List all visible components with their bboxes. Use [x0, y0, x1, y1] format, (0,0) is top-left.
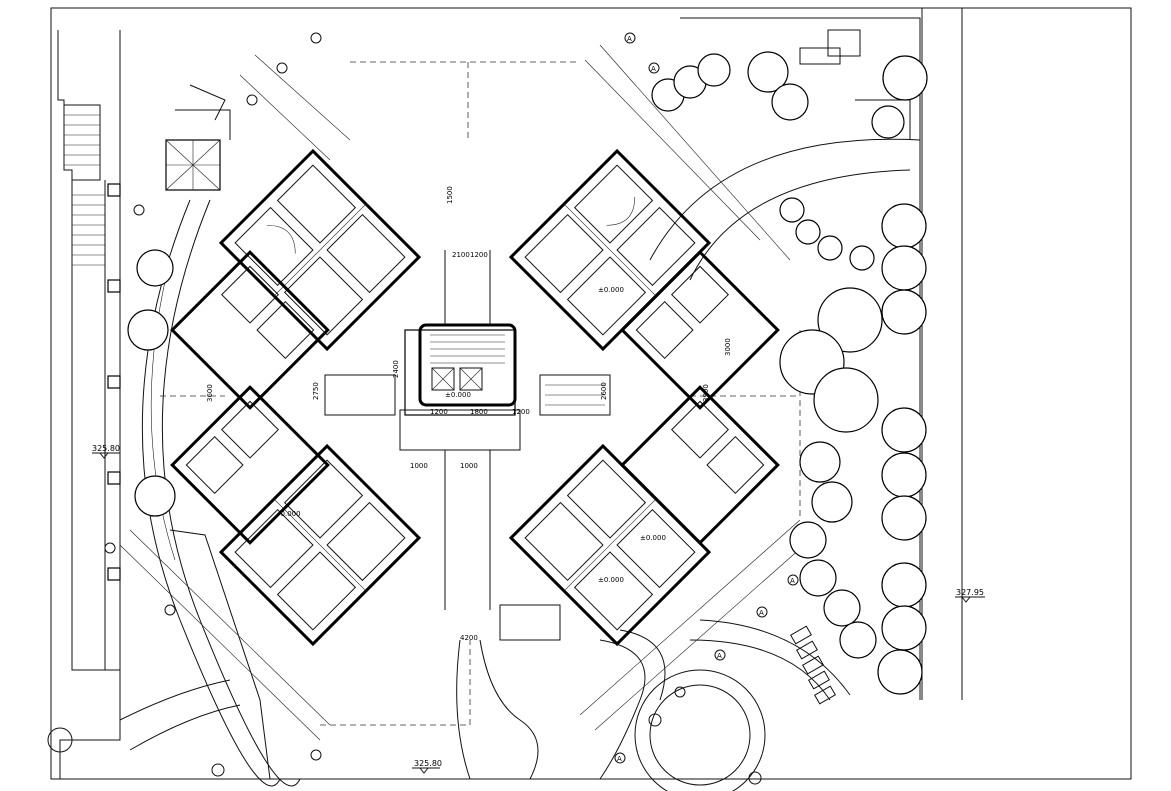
- elevation-mark-south: 325.80: [412, 759, 442, 774]
- drawing-border: [50, 7, 1132, 780]
- wing-east: [620, 250, 780, 410]
- dim-label: 3600: [206, 384, 214, 402]
- dim-label: 2100: [452, 251, 470, 259]
- grid-bubbles: [133, 32, 799, 764]
- elevation-mark-east: 327.95: [955, 588, 985, 603]
- wing-southwest: [218, 443, 422, 647]
- grid-letter: A: [651, 65, 656, 73]
- dim-label: 1000: [410, 462, 428, 470]
- landscape-trees: [104, 51, 928, 785]
- svg-text:325.80: 325.80: [92, 444, 120, 453]
- wing-northeast: [508, 148, 712, 352]
- dim-label: 2400: [392, 360, 400, 378]
- west-terraces: [47, 30, 121, 779]
- dim-label: 1500: [446, 186, 454, 204]
- wing-west: [170, 250, 330, 410]
- wing-southeast: [508, 443, 712, 647]
- grid-letter: A: [790, 577, 795, 585]
- elevation-mark-west: 325.80: [92, 444, 120, 459]
- level-mark-core: ±0.000: [445, 391, 471, 399]
- dim-label: 1200: [430, 408, 448, 416]
- level-mark-se2: ±0.000: [598, 576, 624, 584]
- dim-label: 1200: [470, 251, 488, 259]
- wing-west-lower: [170, 385, 330, 545]
- grid-letter: A: [759, 609, 764, 617]
- dim-label: 2600: [600, 382, 608, 400]
- se-paving: [790, 625, 836, 705]
- level-mark-ne: ±0.000: [598, 286, 624, 294]
- svg-text:325.80: 325.80: [414, 759, 442, 768]
- dim-label: 1800: [470, 408, 488, 416]
- central-core: [324, 250, 611, 610]
- dim-label: 4200: [460, 634, 478, 642]
- grid-letter: A: [627, 35, 632, 43]
- level-mark-sw: -0.000: [278, 510, 301, 518]
- dimension-lines: [119, 44, 811, 741]
- wing-northwest: [218, 148, 422, 352]
- svg-text:327.95: 327.95: [956, 588, 984, 597]
- dim-label: 1200: [512, 408, 530, 416]
- grid-letter: A: [717, 652, 722, 660]
- dim-label: 1000: [460, 462, 478, 470]
- nw-pavilion: [165, 84, 231, 191]
- dim-label: 3000: [724, 338, 732, 356]
- level-mark-se: ±0.000: [640, 534, 666, 542]
- south-plaza: [456, 604, 851, 791]
- dim-label: 2750: [312, 382, 320, 400]
- dim-label: 3900: [702, 384, 710, 402]
- grid-letter: A: [617, 755, 622, 763]
- wing-east-lower: [620, 385, 780, 545]
